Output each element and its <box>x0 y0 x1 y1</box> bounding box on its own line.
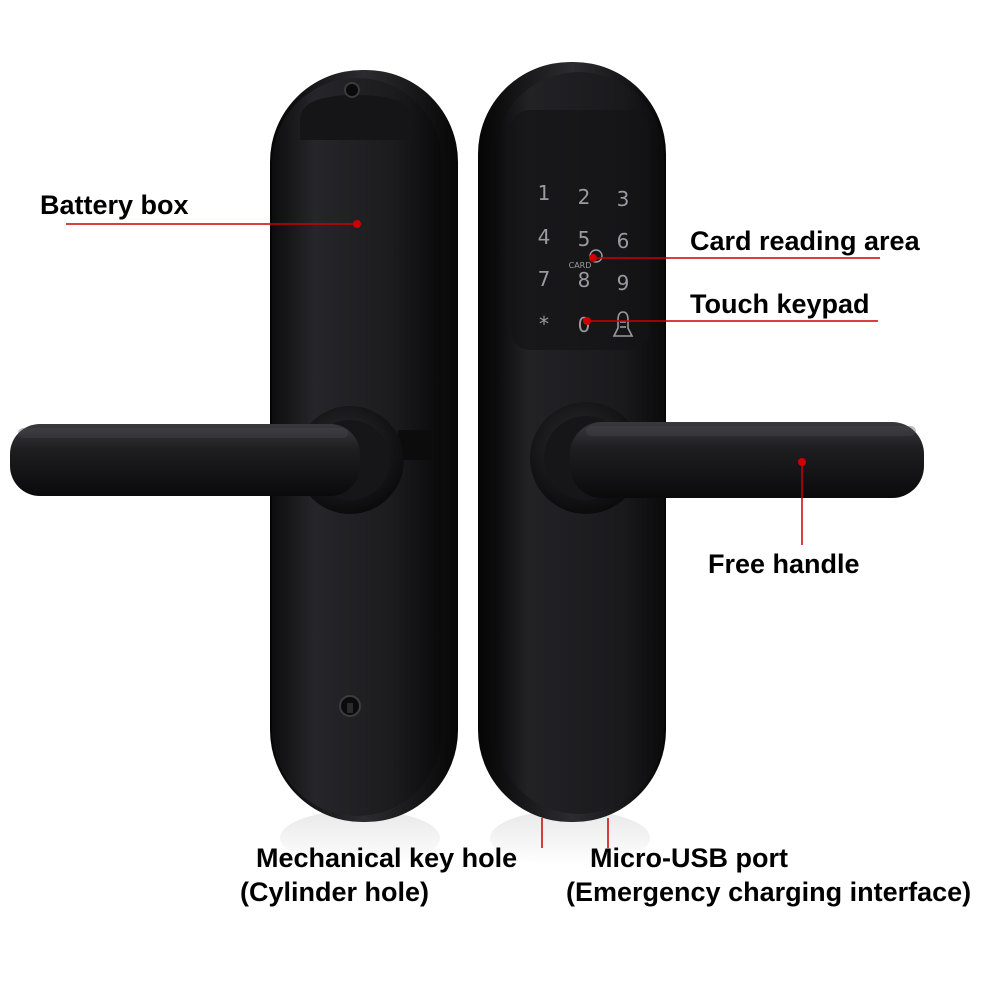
keypad-key: 7 <box>538 267 551 291</box>
keypad-key: 4 <box>538 225 551 249</box>
free-handle-marker <box>798 458 806 466</box>
left-plate-reflection <box>280 810 440 866</box>
card-reading-marker <box>589 254 597 262</box>
left-lever-handle <box>10 406 432 514</box>
right-lever-handle <box>530 402 924 514</box>
cylinder-hole-label: (Cylinder hole) <box>240 877 430 907</box>
keypad-key: 1 <box>538 181 551 205</box>
callout-lines <box>66 223 880 848</box>
battery-box-label: Battery box <box>40 190 189 220</box>
card-reader-text: CARD <box>569 261 592 270</box>
touch-keypad-marker <box>583 317 591 325</box>
keypad-key: 9 <box>617 271 630 295</box>
emergency-charging-label: (Emergency charging interface) <box>566 877 972 907</box>
keypad-key: 2 <box>578 185 591 209</box>
battery-box-marker <box>353 220 361 228</box>
keypad-key: * <box>539 312 549 336</box>
micro-usb-port-label: Micro-USB port <box>590 843 788 873</box>
keypad-key: 5 <box>578 227 591 251</box>
callout-dots <box>353 220 806 466</box>
keypad-key: 8 <box>578 268 591 292</box>
mechanical-key-hole-label: Mechanical key hole <box>256 843 518 873</box>
right-plate-reflection <box>490 810 650 866</box>
top-screw-icon <box>344 82 360 98</box>
free-handle-label: Free handle <box>708 549 860 579</box>
keypad-key: 0 <box>578 313 591 337</box>
keypad-key: 3 <box>617 187 630 211</box>
touch-keypad: 1 2 3 4 5 6 7 8 9 * 0 CARD <box>538 181 630 337</box>
touch-keypad-label: Touch keypad <box>690 289 870 319</box>
card-reading-area-label: Card reading area <box>690 226 920 256</box>
doorbell-icon <box>612 311 634 337</box>
keypad-key: 6 <box>617 229 630 253</box>
